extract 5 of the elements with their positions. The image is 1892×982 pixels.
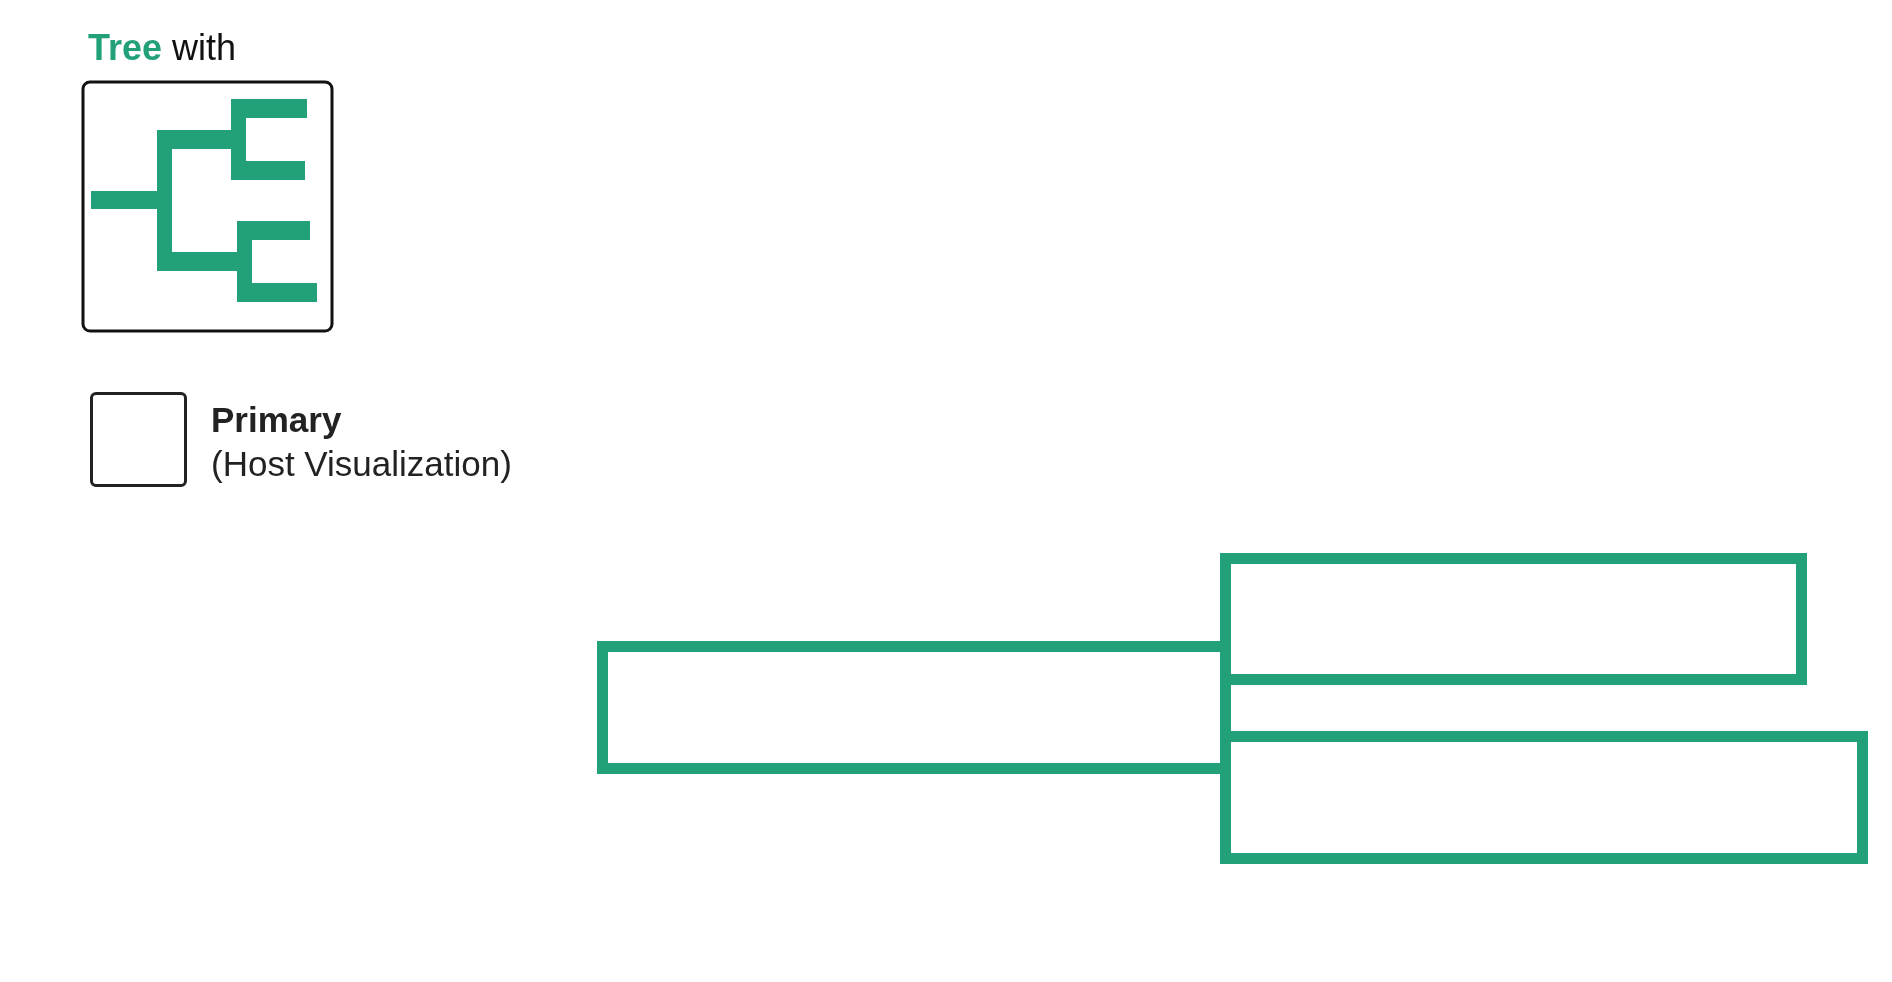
- legend-label: Primary (Host Visualization): [211, 399, 512, 485]
- outlined-box: [1220, 553, 1807, 685]
- title: Tree with: [88, 28, 237, 68]
- outlined-box: [597, 641, 1231, 774]
- outlined-box: [1220, 731, 1868, 864]
